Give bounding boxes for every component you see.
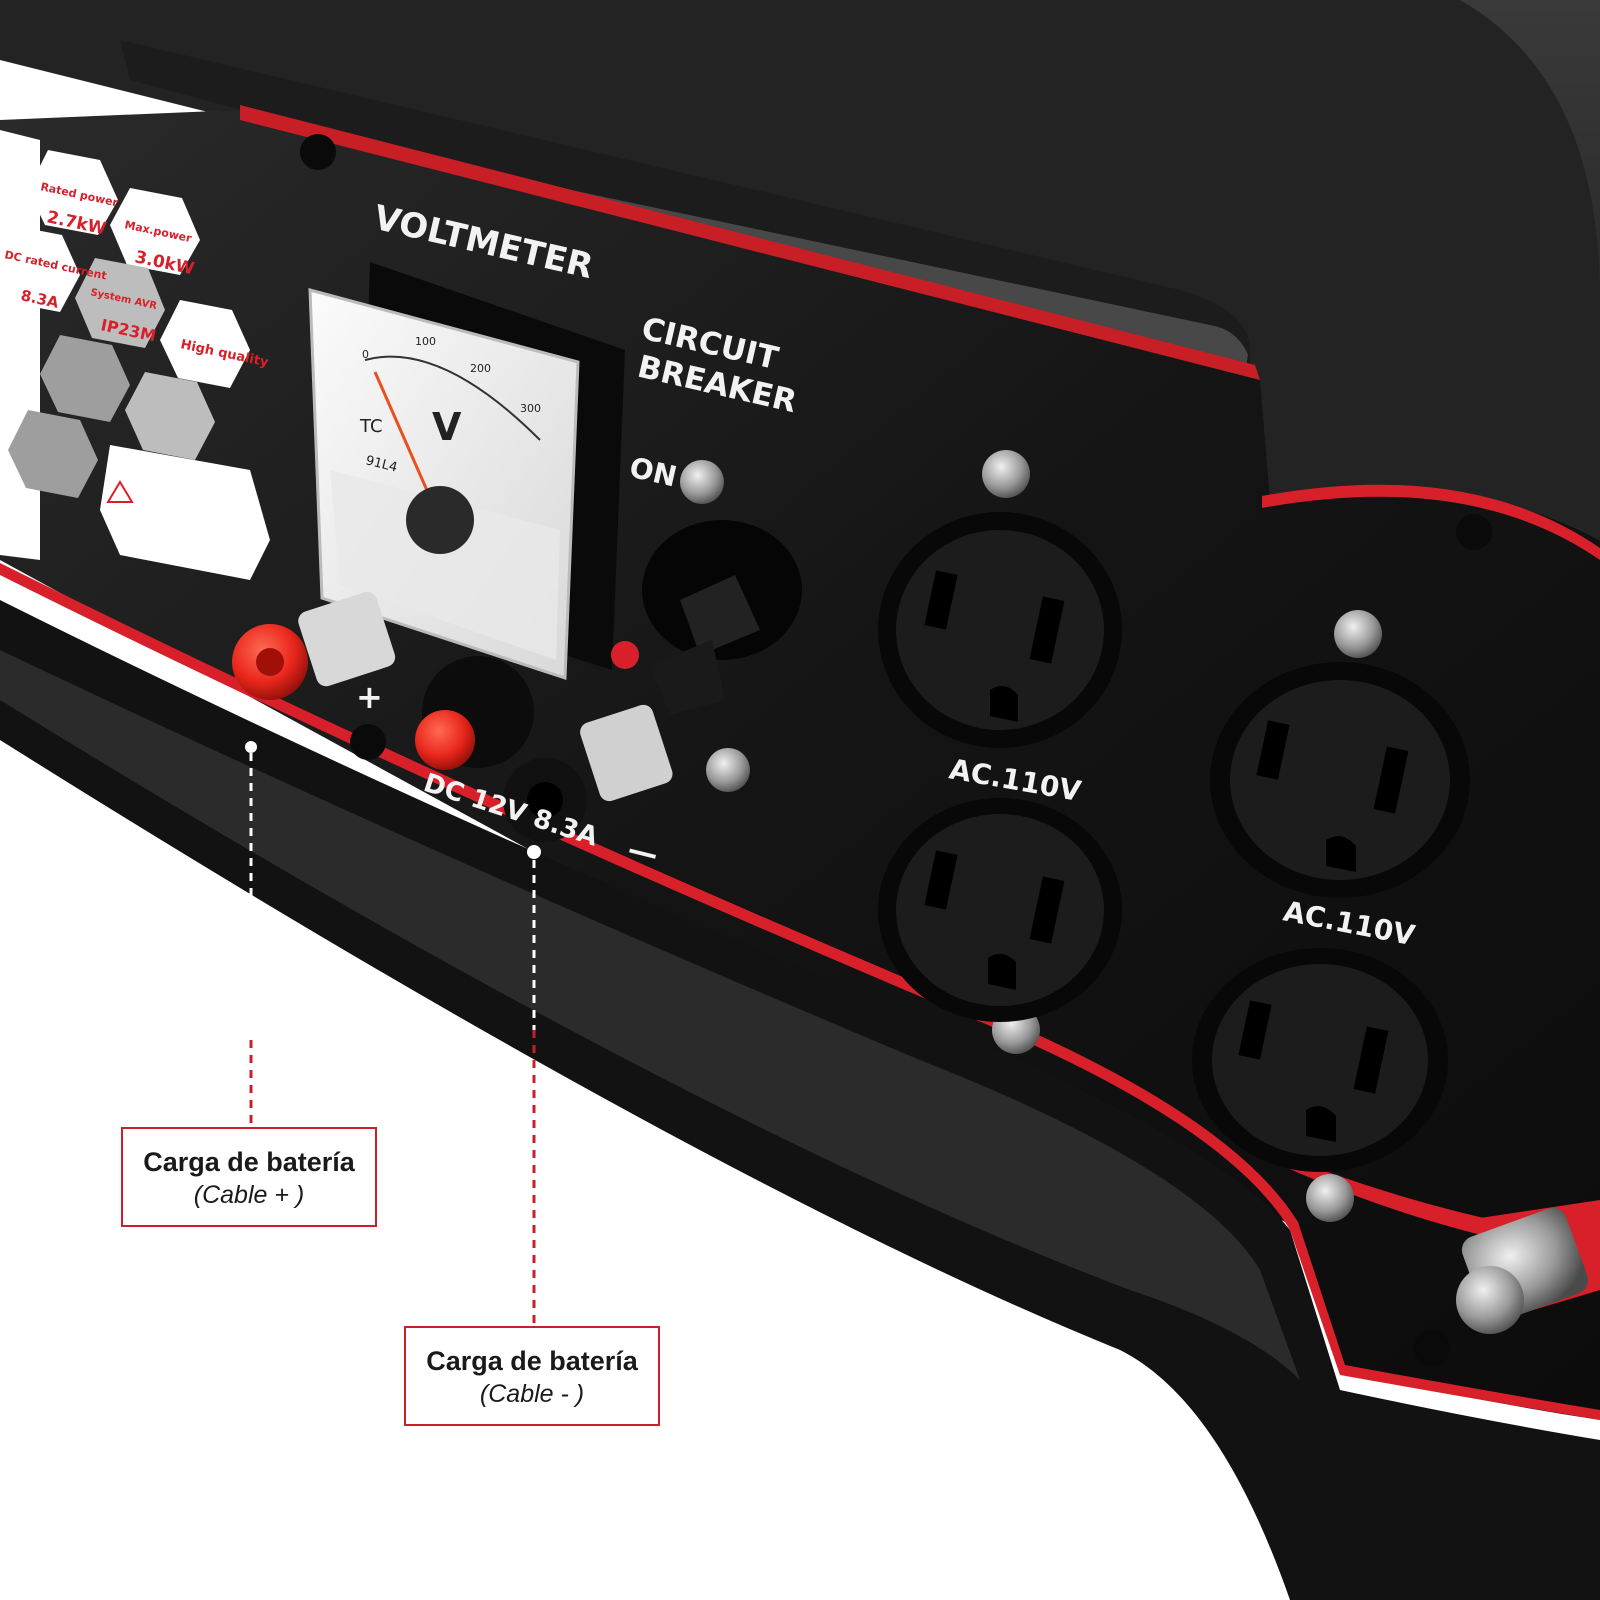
callout-negative-title: Carga de batería	[426, 1346, 638, 1376]
hex-high-quality	[160, 300, 250, 388]
voltmeter-tick-0: 0	[362, 348, 369, 361]
ground-terminal	[1456, 1200, 1600, 1334]
hex-standards	[125, 372, 215, 460]
dc-positive-terminal[interactable]	[232, 589, 398, 700]
hex-gray-1	[40, 335, 130, 422]
hex-rated-power	[28, 150, 118, 235]
screw-icon	[1334, 610, 1382, 658]
ac-outlet-top-right[interactable]	[1210, 662, 1470, 898]
voltmeter-scale-arc	[364, 355, 541, 441]
hex-system-avr	[75, 258, 165, 348]
hex-max-power	[110, 188, 200, 275]
screw-icon	[982, 450, 1030, 498]
screw-icon	[680, 460, 724, 504]
dc-negative-terminal[interactable]	[503, 702, 675, 842]
ac-outlet-top-left[interactable]	[878, 512, 1122, 748]
voltmeter-unit: V	[432, 405, 462, 449]
voltmeter-tick-100: 100	[415, 335, 436, 348]
hex-dc-current	[0, 225, 80, 312]
callout-positive-subtitle: (Cable + )	[193, 1181, 305, 1209]
voltmeter-tick-300: 300	[520, 402, 541, 415]
spec-label-sheet: Rated power 2.7kW Max.power 3.0kW DC rat…	[0, 130, 270, 580]
screw-icon	[300, 134, 336, 170]
callout-leaders	[245, 741, 541, 1326]
warning-triangle-icon	[106, 480, 134, 503]
red-trim-right	[1262, 484, 1600, 560]
circuit-breaker-switch[interactable]	[611, 520, 802, 715]
red-trim-lower	[0, 563, 1600, 1420]
ac-outlet-bottom-right[interactable]	[1192, 948, 1448, 1172]
callout-positive-title: Carga de batería	[143, 1147, 355, 1177]
screw-icon	[706, 748, 750, 792]
callout-positive-cable: Carga de batería (Cable + )	[121, 1127, 377, 1227]
ac-outlet-bottom-left[interactable]	[878, 798, 1122, 1022]
screw-icon	[1414, 1330, 1450, 1366]
base-frame-highlight	[0, 650, 1300, 1380]
hex-gray-2	[8, 410, 98, 498]
callout-negative-cable: Carga de batería (Cable - )	[404, 1326, 660, 1426]
dc-plus-sign: +	[356, 678, 383, 716]
voltmeter-movement	[406, 486, 474, 554]
screw-icon	[1456, 514, 1492, 550]
red-trim-upper	[240, 105, 1260, 380]
screw-icon	[1306, 1174, 1354, 1222]
hex-warning	[100, 445, 270, 580]
voltmeter-brand: TC	[359, 416, 383, 437]
voltmeter: V TC 91L4 0 100 200 300	[308, 262, 625, 681]
voltmeter-tick-200: 200	[470, 362, 491, 375]
dc-breaker-button[interactable]	[415, 656, 534, 770]
callout-negative-subtitle: (Cable - )	[479, 1380, 585, 1408]
screw-icon	[350, 724, 386, 760]
